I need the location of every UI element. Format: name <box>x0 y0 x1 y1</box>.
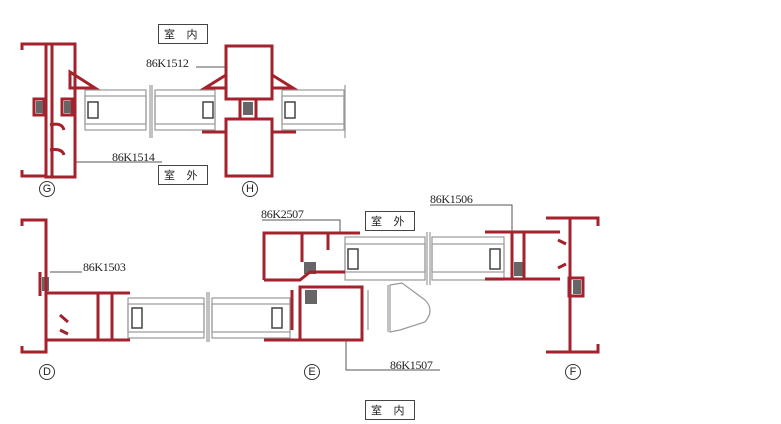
section-marker-h: H <box>242 181 258 197</box>
section-marker-f: F <box>565 364 581 380</box>
section-f <box>485 216 600 354</box>
section-marker-g: G <box>39 181 55 197</box>
section-d <box>20 218 130 354</box>
part-label-86k1506: 86K1506 <box>430 192 473 206</box>
section-marker-e: E <box>304 364 320 380</box>
part-label-86k2507: 86K2507 <box>261 207 304 221</box>
indoor-label-bottom: 室 内 <box>365 400 415 420</box>
leader-lines <box>50 66 513 371</box>
section-h <box>199 44 299 178</box>
outdoor-label-top: 室 外 <box>158 165 208 185</box>
glass-seals <box>87 101 501 329</box>
indoor-label-top: 室 内 <box>158 24 208 44</box>
part-label-86k1514: 86K1514 <box>112 150 155 164</box>
section-e <box>262 231 364 342</box>
part-label-86k1507: 86K1507 <box>390 358 433 372</box>
section-g <box>20 42 101 179</box>
outdoor-label-mid: 室 外 <box>365 211 415 231</box>
part-label-86k1503: 86K1503 <box>83 260 126 274</box>
section-marker-d: D <box>39 364 55 380</box>
glass-panes <box>84 85 505 342</box>
part-label-86k1512: 86K1512 <box>146 56 189 70</box>
